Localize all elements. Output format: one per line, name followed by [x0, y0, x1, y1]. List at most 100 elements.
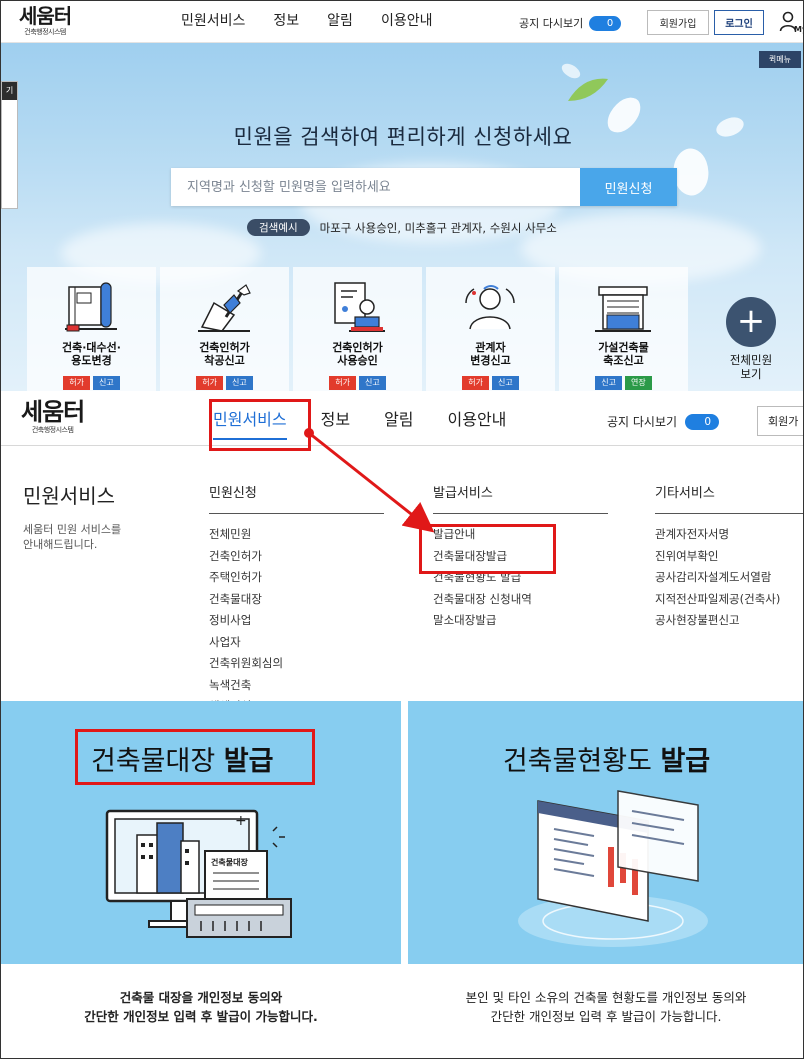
temporary-building-icon [595, 286, 651, 332]
drawing-illustration-icon [518, 790, 708, 947]
menu-item[interactable]: 주택인허가 [209, 570, 262, 584]
search-example-text[interactable]: 마포구 사용승인, 미추홀구 관계자, 수원시 사무소 [319, 220, 557, 235]
tag-permit[interactable]: 허가 [63, 376, 90, 390]
person-change-icon [465, 285, 515, 330]
menu-item[interactable]: 발급안내 [433, 527, 476, 541]
tag-extension[interactable]: 연장 [625, 376, 652, 390]
my-page-label: My [794, 25, 803, 34]
logo-mark: 세움터 [19, 4, 72, 28]
hero-title: 민원을 검색하여 편리하게 신청하세요 [233, 125, 573, 149]
svg-text:+: + [235, 813, 247, 829]
nav-guide[interactable]: 이용안내 [447, 410, 507, 429]
tag-permit[interactable]: 허가 [462, 376, 489, 390]
tag-report[interactable]: 신고 [595, 376, 622, 390]
side-panel[interactable]: 기 [1, 81, 18, 209]
banner-building-register[interactable]: 건축물대장 발급 건축물대장 [1, 701, 401, 964]
service-banners: 건축물대장 발급 건축물대장 [1, 701, 803, 1058]
annotation-box-nav [209, 399, 311, 451]
notice-replay-label: 공지 다시보기 [607, 415, 678, 429]
search-input[interactable] [171, 168, 580, 206]
menu-item[interactable]: 정비사업 [209, 613, 252, 627]
banner-title: 건축물대장 발급 [91, 746, 274, 777]
menu-item[interactable]: 건축인허가 [209, 548, 262, 563]
logo-subtitle: 건축행정시스템 [31, 426, 74, 434]
menu-item-building-register[interactable]: 건축물대장발급 [433, 548, 508, 563]
tag-permit[interactable]: 허가 [196, 376, 223, 390]
tag-report[interactable]: 신고 [492, 376, 519, 390]
search-example-badge: 검색예시 [247, 219, 310, 236]
approval-stamp-icon [334, 282, 385, 332]
nav-civil-service-active[interactable]: 민원서비스 [213, 406, 287, 440]
menu-item[interactable]: 건축위원회심의 [209, 656, 284, 670]
join-button-zoomed[interactable]: 회원가 [757, 406, 803, 436]
search-box: 민원신청 [171, 168, 677, 206]
menu-item[interactable]: 건축물대장 신청내역 [433, 591, 532, 606]
register-doc-label: 건축물대장 [211, 857, 248, 867]
notice-replay[interactable]: 공지 다시보기 0 [519, 15, 622, 31]
annotation-box-banner-title [75, 729, 315, 785]
notice-replay-zoomed[interactable]: 공지 다시보기 0 [607, 413, 720, 430]
notice-toggle[interactable]: 0 [589, 15, 622, 31]
menu-item[interactable]: 건축물대장 [209, 591, 262, 606]
plus-icon[interactable]: + [726, 297, 776, 347]
register-illustration-icon: 건축물대장 + [105, 809, 292, 938]
card-building-permit[interactable]: 건축·대수선·용도변경 허가 신고 [27, 267, 156, 391]
top-header: 세움터 건축행정시스템 민원서비스 정보 알림 이용안내 공지 다시보기 0 회… [1, 1, 803, 43]
site-logo[interactable]: 세움터 건축행정시스템 [19, 4, 72, 37]
nav-info[interactable]: 정보 [320, 410, 351, 429]
leaf-decoration [568, 78, 608, 101]
join-button[interactable]: 회원가입 [647, 10, 709, 35]
notice-toggle[interactable]: 0 [685, 413, 720, 430]
banner-building-status-drawing[interactable]: 건축물현황도 발급 [408, 701, 803, 964]
menu-item[interactable]: 관계자전자서명 [655, 527, 730, 541]
tag-permit[interactable]: 허가 [329, 376, 356, 390]
menu-item[interactable]: 공사현장불편신고 [655, 613, 740, 627]
nav-civil-service[interactable]: 민원서비스 [181, 13, 246, 29]
hero-section: 퀵메뉴 기 민원을 검색하여 편리하게 신청하세요 민원신청 검색예시 마포구 … [1, 43, 803, 391]
main-nav-zoomed: 민원서비스 정보 알림 이용안내 [213, 406, 507, 440]
nav-info[interactable]: 정보 [273, 13, 300, 29]
nav-notice[interactable]: 알림 [327, 13, 353, 29]
tag-report[interactable]: 신고 [93, 376, 120, 390]
banner-title: 건축물현황도 발급 [502, 746, 711, 777]
side-panel-tab[interactable]: 기 [2, 82, 17, 100]
search-button[interactable]: 민원신청 [580, 168, 677, 206]
tag-report[interactable]: 신고 [226, 376, 253, 390]
nav-guide[interactable]: 이용안내 [380, 13, 433, 29]
nav-notice[interactable]: 알림 [384, 410, 414, 429]
my-page-icon[interactable]: My [779, 10, 803, 34]
zoomed-header: 세움터 건축행정시스템 민원서비스 정보 알림 이용안내 공지 다시보기 0 회… [1, 391, 803, 446]
menu-item[interactable]: 공사감리자설계도서열람 [655, 570, 772, 584]
blueprint-icon [65, 282, 117, 332]
notice-replay-label: 공지 다시보기 [519, 17, 584, 30]
menu-item[interactable]: 전체민원 [209, 527, 252, 541]
login-button[interactable]: 로그인 [714, 10, 764, 35]
menu-item[interactable]: 녹색건축 [209, 677, 252, 692]
tag-report[interactable]: 신고 [359, 376, 386, 390]
menu-column-heading: 민원신청 [209, 482, 384, 514]
menu-item[interactable]: 말소대장발급 [433, 613, 497, 627]
menu-item[interactable]: 지적전산파일제공(건축사) [655, 591, 781, 606]
menu-item[interactable]: 사업자 [209, 634, 241, 649]
logo-subtitle: 건축행정시스템 [24, 28, 66, 36]
menu-column-heading: 발급서비스 [433, 482, 608, 514]
search-examples: 검색예시 마포구 사용승인, 미추홀구 관계자, 수원시 사무소 [247, 219, 557, 236]
quick-menu-button[interactable]: 퀵메뉴 [758, 51, 801, 68]
menu-column-application: 민원신청 전체민원 건축인허가 주택인허가 건축물대장 정비사업 사업자 건축위… [209, 482, 384, 718]
site-logo-zoomed[interactable]: 세움터 건축행정시스템 [21, 399, 85, 435]
menu-item[interactable]: 진위여부확인 [655, 548, 719, 563]
